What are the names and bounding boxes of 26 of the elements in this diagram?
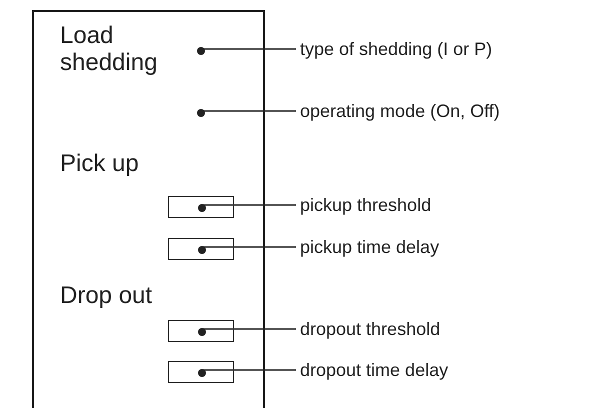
- setting-box: [168, 238, 234, 260]
- leader-dot: [197, 109, 205, 117]
- leader-line: [203, 328, 296, 330]
- setting-label: pickup threshold: [300, 194, 590, 216]
- setting-label: pickup time delay: [300, 236, 590, 258]
- setting-box: [168, 196, 234, 218]
- leader-dot: [198, 204, 206, 212]
- leader-line: [203, 48, 296, 50]
- setting-label: operating mode (On, Off): [300, 100, 590, 122]
- setting-box: [168, 361, 234, 383]
- leader-line: [203, 110, 296, 112]
- section-heading: Load shedding: [60, 22, 158, 76]
- settings-panel: [32, 10, 265, 408]
- leader-dot: [198, 369, 206, 377]
- leader-dot: [198, 246, 206, 254]
- setting-box: [168, 320, 234, 342]
- leader-dot: [198, 328, 206, 336]
- leader-line: [203, 246, 296, 248]
- setting-label: type of shedding (I or P): [300, 38, 590, 60]
- setting-label: dropout time delay: [300, 359, 590, 381]
- leader-line: [203, 204, 296, 206]
- leader-line: [203, 369, 296, 371]
- section-heading: Drop out: [60, 282, 154, 309]
- setting-label: dropout threshold: [300, 318, 590, 340]
- section-heading: Pick up: [60, 150, 140, 177]
- leader-dot: [197, 47, 205, 55]
